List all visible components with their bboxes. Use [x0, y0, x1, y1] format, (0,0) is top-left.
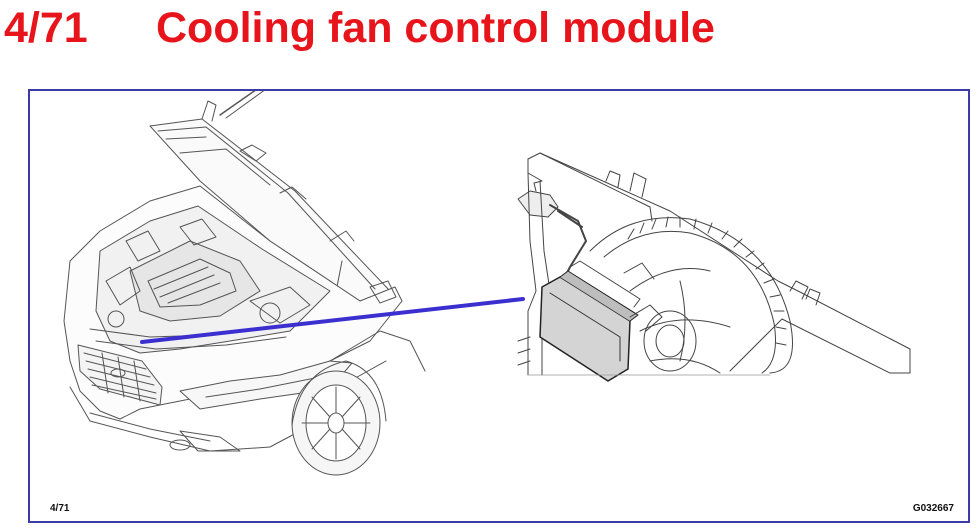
figure-illustration — [63, 91, 911, 476]
pointer-line — [140, 297, 525, 344]
figure-page-number: 4/71 — [50, 503, 70, 514]
car-illustration — [63, 91, 426, 476]
figure-frame: 4/71 G032667 — [28, 89, 970, 523]
fan-assembly-illustration — [517, 152, 911, 382]
figure-reference-code: G032667 — [912, 503, 954, 514]
slide-header: 4/71 Cooling fan control module — [0, 0, 979, 70]
page-number: 4/71 — [4, 4, 88, 52]
page-title: Cooling fan control module — [156, 4, 715, 52]
